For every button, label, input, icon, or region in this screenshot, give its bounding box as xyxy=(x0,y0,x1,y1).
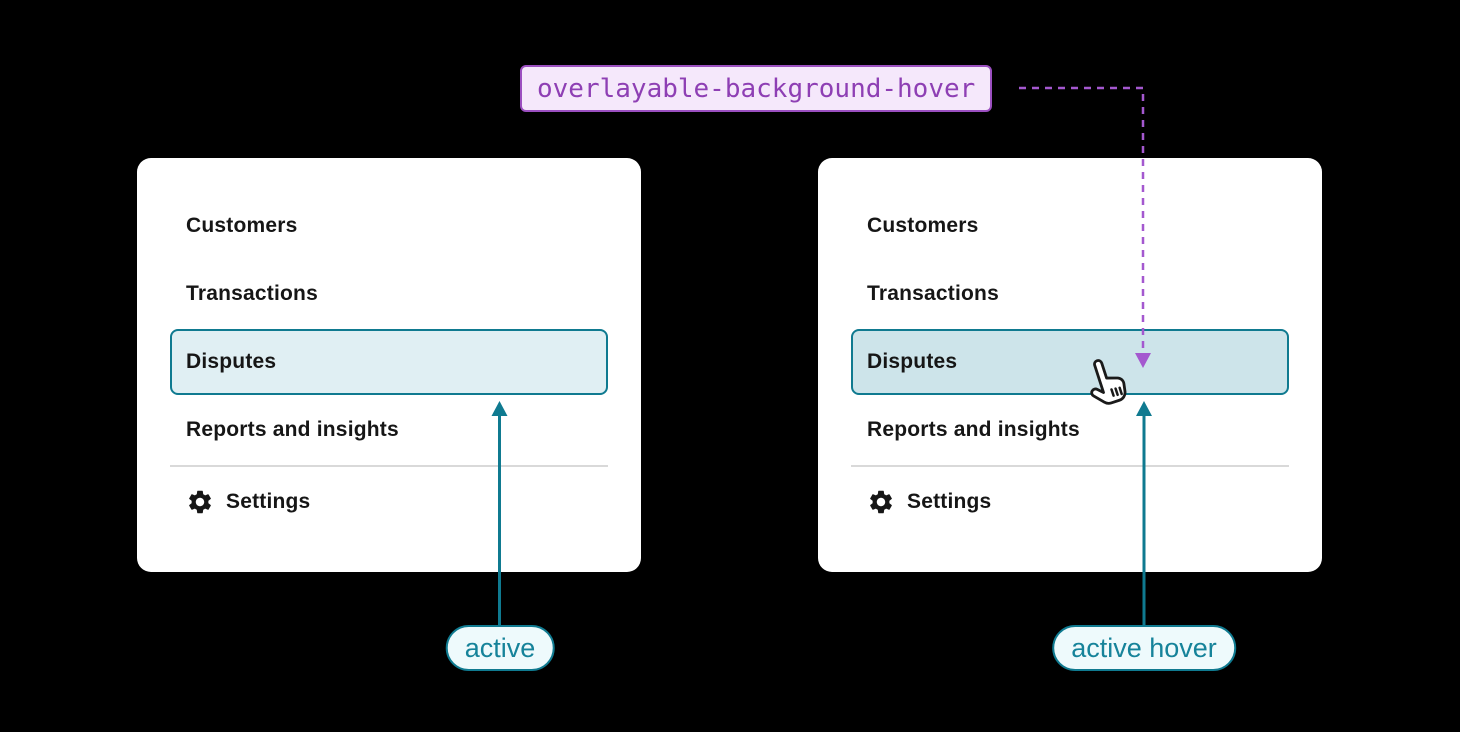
token-label: overlayable-background-hover xyxy=(520,65,993,112)
menu-item-transactions[interactable]: Transactions xyxy=(170,261,608,327)
menu-item-disputes-active[interactable]: Disputes xyxy=(170,329,608,395)
menu-item-label: Transactions xyxy=(867,282,999,305)
menu-item-label: Reports and insights xyxy=(186,418,399,441)
menu-item-reports[interactable]: Reports and insights xyxy=(170,397,608,463)
menu-item-label: Settings xyxy=(907,490,992,513)
menu-divider xyxy=(170,465,608,467)
nav-menu-card-active: Customers Transactions Disputes Reports … xyxy=(137,158,641,572)
menu-item-label: Settings xyxy=(226,490,311,513)
menu-item-label: Customers xyxy=(186,214,298,237)
menu-item-disputes-active-hover[interactable]: Disputes xyxy=(851,329,1289,395)
menu-item-label: Disputes xyxy=(186,350,277,373)
menu-item-label: Reports and insights xyxy=(867,418,1080,441)
menu-item-transactions[interactable]: Transactions xyxy=(851,261,1289,327)
caption-active-hover: active hover xyxy=(1052,625,1236,671)
menu-item-label: Customers xyxy=(867,214,979,237)
menu-divider xyxy=(851,465,1289,467)
gear-icon xyxy=(189,490,211,514)
menu-item-customers[interactable]: Customers xyxy=(170,193,608,259)
menu-item-customers[interactable]: Customers xyxy=(851,193,1289,259)
menu-item-settings[interactable]: Settings xyxy=(851,469,1289,535)
gear-icon xyxy=(870,490,892,514)
menu-item-label: Transactions xyxy=(186,282,318,305)
caption-active: active xyxy=(445,625,555,671)
menu-item-reports[interactable]: Reports and insights xyxy=(851,397,1289,463)
menu-item-settings[interactable]: Settings xyxy=(170,469,608,535)
menu-item-label: Disputes xyxy=(867,350,958,373)
nav-menu-card-active-hover: Customers Transactions Disputes Reports … xyxy=(818,158,1322,572)
